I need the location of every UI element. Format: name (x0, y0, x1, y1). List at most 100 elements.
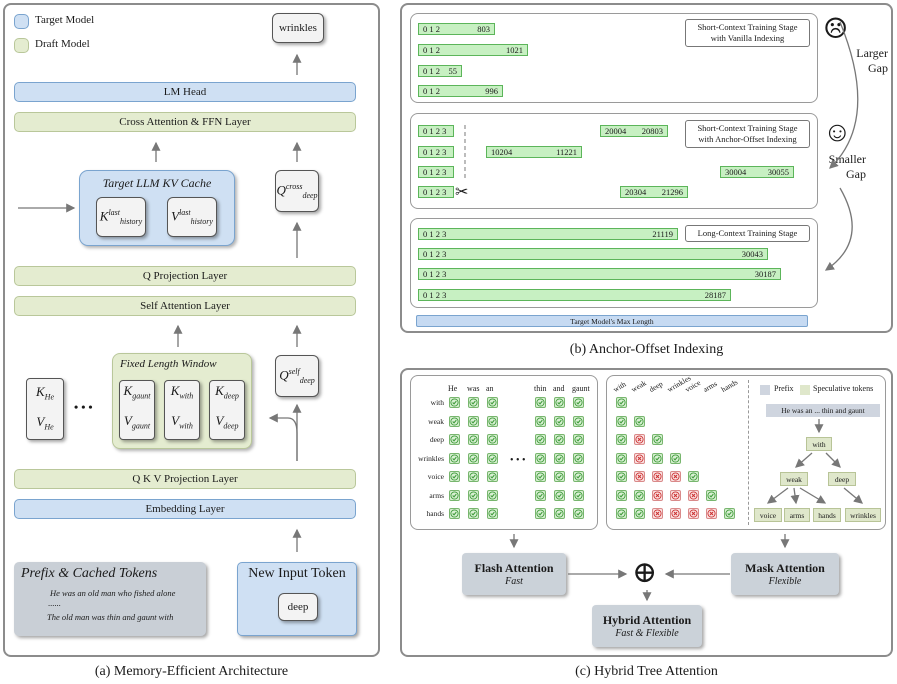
cross-cell (670, 508, 681, 519)
ellipsis: • • • (74, 400, 93, 414)
tree-node-wrinkles: wrinkles (845, 508, 881, 522)
flash-col-header: was (467, 384, 480, 393)
k-with-label: Kwith (170, 383, 194, 401)
q-cross: Qcrossdeep (275, 170, 319, 212)
fixed-window-title: Fixed Length Window (120, 358, 217, 370)
mask-col-header: with (611, 379, 628, 394)
k-gaunt (119, 380, 155, 440)
prefix-line1: He was an old man who fished alone (50, 588, 176, 598)
check-cell (634, 508, 645, 519)
check-cell (468, 489, 479, 501)
sad-face-icon: ☹ (823, 14, 849, 45)
happy-face-icon: ☺ (823, 117, 852, 148)
output-token: wrinkles (272, 13, 324, 43)
caption-c: (c) Hybrid Tree Attention (575, 664, 718, 679)
mask-col-header: arms (701, 378, 719, 394)
check-cell (468, 508, 479, 519)
check-cell (535, 489, 546, 501)
flash-grid-panel (410, 375, 598, 530)
check-cell (616, 471, 627, 482)
max-length-bar: Target Model's Max Length (416, 315, 808, 327)
mask-col-header: deep (647, 379, 665, 394)
check-cell (487, 508, 498, 519)
check-cell (449, 489, 460, 501)
check-cell (468, 415, 479, 427)
legend-draft-label: Draft Model (35, 38, 90, 50)
k-with (164, 380, 200, 440)
legend-prefix-label: Prefix (774, 384, 794, 393)
cross-cell (688, 508, 699, 519)
scissors-icon: ✂ (455, 184, 469, 201)
check-cell (449, 508, 460, 519)
k-deep (209, 380, 245, 440)
stage2-anchor-3: 0 1 2 3 (418, 166, 454, 178)
prefix-cached-box (14, 562, 206, 636)
flash-row-label: weak (428, 416, 444, 426)
check-cell (449, 452, 460, 464)
check-cell (554, 489, 565, 501)
flash-col-header: gaunt (572, 384, 590, 393)
flash-col-header: He (448, 384, 458, 393)
check-cell (449, 471, 460, 482)
tree-root-node: with (806, 437, 832, 451)
k-gaunt-label: Kgaunt (123, 383, 151, 401)
check-cell (616, 397, 627, 408)
check-cell (634, 415, 645, 427)
kv-he (26, 378, 64, 440)
self-attention-layer: Self Attention Layer (14, 296, 356, 316)
v-he-label: VHe (36, 414, 54, 432)
legend-target-label: Target Model (35, 14, 95, 26)
v-with-label: Vwith (171, 413, 193, 431)
check-cell (616, 508, 627, 519)
cross-cell (634, 471, 645, 482)
mask-tree-divider (748, 380, 749, 525)
flash-col-header: an (486, 384, 494, 393)
cross-cell (634, 452, 645, 464)
check-cell (554, 508, 565, 519)
legend-draft-swatch (14, 38, 29, 53)
check-cell (573, 434, 584, 445)
check-cell (468, 397, 479, 408)
new-token-title: New Input Token (248, 566, 346, 581)
stage2-anchor-2: 0 1 2 3 (418, 146, 454, 158)
flash-row-label: hands (426, 509, 445, 518)
check-cell (487, 434, 498, 445)
tree-node-voice: voice (754, 508, 782, 522)
flash-row-label: with (430, 398, 444, 407)
check-cell (554, 471, 565, 482)
check-cell (616, 434, 627, 445)
check-cell (554, 397, 565, 408)
check-cell (535, 452, 546, 464)
v-history-label: Vlasthistory (171, 208, 213, 226)
flash-row-label: deep (429, 435, 444, 444)
embedding-layer: Embedding Layer (14, 499, 356, 519)
check-cell (573, 508, 584, 519)
mask-col-header: hands (719, 377, 740, 394)
flash-col-header: thin (534, 384, 547, 393)
v-deep-label: Vdeep (215, 413, 239, 431)
check-cell (487, 489, 498, 501)
mask-col-header: weak (629, 378, 648, 394)
v-history: Vlasthistory (167, 197, 217, 237)
check-cell (449, 415, 460, 427)
k-deep-label: Kdeep (215, 383, 239, 401)
check-cell (554, 434, 565, 445)
new-token: deep (278, 593, 318, 621)
check-cell (573, 452, 584, 464)
v-gaunt-label: Vgaunt (123, 413, 151, 431)
check-cell (449, 397, 460, 408)
prefix-title: Prefix & Cached Tokens (21, 566, 158, 581)
cross-cell (706, 508, 717, 519)
